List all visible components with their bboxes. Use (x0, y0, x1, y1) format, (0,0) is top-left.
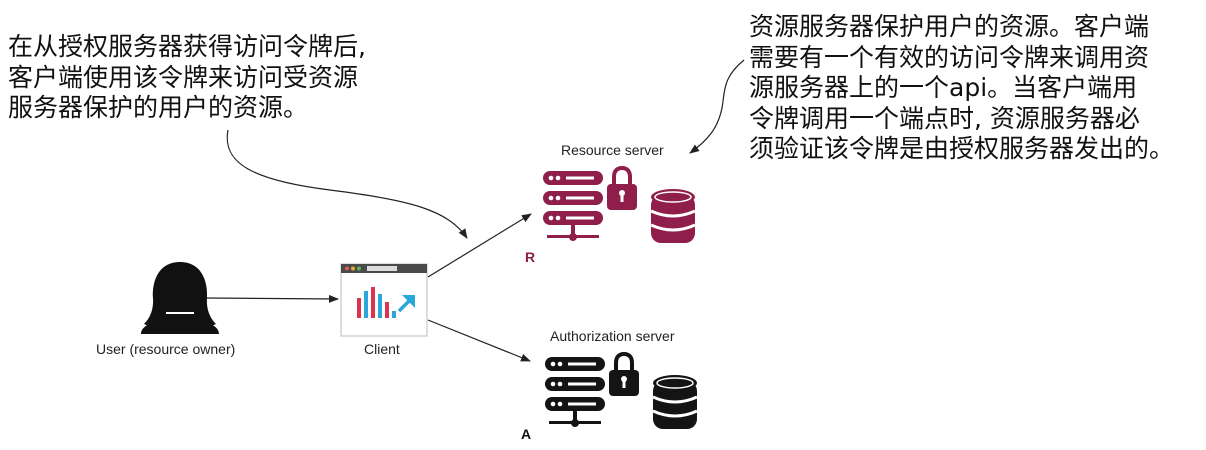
arrow-client-to-resource (427, 213, 532, 278)
note-line: 须验证该令牌是由授权服务器发出的。 (749, 134, 1175, 163)
callout-arrow-left (226, 129, 468, 239)
database-icon (651, 195, 695, 243)
resource-server-label: Resource server (561, 142, 664, 158)
note-client-uses-token: 在从授权服务器获得访问令牌后, 客户端使用该令牌来访问受资源 服务器保护的用户的… (8, 32, 366, 124)
note-line: 源服务器上的一个api。当客户端用 (749, 73, 1138, 102)
authorization-server-letter: A (521, 426, 532, 442)
authorization-server-label: Authorization server (550, 328, 675, 344)
note-line: 服务器保护的用户的资源。 (8, 93, 309, 122)
client-label: Client (364, 341, 400, 357)
note-line: 需要有一个有效的访问令牌来调用资 (749, 42, 1150, 72)
note-line: 在从授权服务器获得访问令牌后, (8, 32, 366, 61)
arrow-user-to-client (205, 294, 339, 303)
note-line: 客户端使用该令牌来访问受资源 (8, 62, 359, 92)
arrow-client-to-authorization (427, 319, 531, 362)
resource-server-letter: R (525, 249, 536, 265)
callout-arrow-right (689, 59, 745, 154)
user-label: User (resource owner) (96, 341, 236, 357)
user-silhouette-icon (141, 262, 219, 334)
server-lock-icon (545, 345, 698, 429)
browser-window-icon (340, 263, 428, 337)
note-line: 资源服务器保护用户的资源。客户端 (749, 12, 1150, 41)
note-resource-server: 资源服务器保护用户的资源。客户端 需要有一个有效的访问令牌来调用资 源服务器上的… (749, 12, 1174, 165)
server-lock-icon (543, 159, 696, 243)
note-line: 令牌调用一个端点时, 资源服务器必 (749, 103, 1140, 133)
database-icon (653, 381, 697, 429)
